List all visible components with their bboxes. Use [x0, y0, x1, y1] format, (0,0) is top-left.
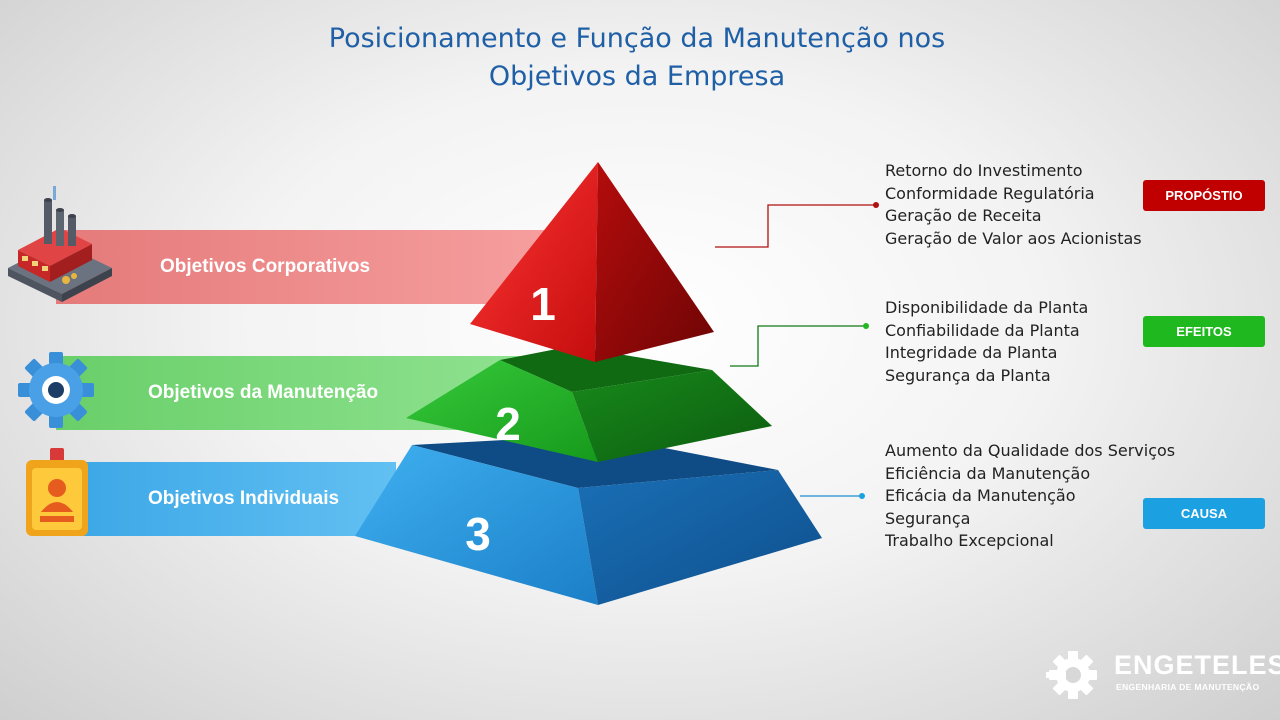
tag-causa: CAUSA — [1143, 498, 1265, 529]
list-item: Disponibilidade da Planta — [885, 298, 1089, 317]
band-individual-objectives: Objetivos Individuais — [56, 462, 396, 536]
band-label: Objetivos Corporativos — [160, 256, 371, 277]
list-maintenance: Disponibilidade da Planta Confiabilidade… — [885, 297, 1088, 387]
list-individual: Aumento da Qualidade dos Serviços Eficiê… — [885, 440, 1175, 553]
pyramid-level-3-side — [578, 470, 822, 605]
pyramid: 1 2 3 — [355, 162, 822, 605]
list-item: Aumento da Qualidade dos Serviços — [885, 441, 1176, 460]
page-title: Posicionamento e Função da Manutenção no… — [240, 20, 1034, 96]
title-line-1: Posicionamento e Função da Manutenção no… — [328, 23, 946, 54]
tag-proposito: PROPÓSTIO — [1143, 180, 1265, 211]
logo-name: ENGETELES — [1114, 650, 1280, 680]
pyramid-number-3: 3 — [465, 508, 491, 560]
logo-gear-icon — [1046, 651, 1097, 699]
pyramid-level-2-top — [500, 346, 712, 392]
connector-red-dot — [873, 202, 879, 208]
tag-efeitos: EFEITOS — [1143, 316, 1265, 347]
list-item: Confiabilidade da Planta — [885, 320, 1080, 340]
pyramid-level-1-side — [595, 162, 714, 362]
pyramid-number-1: 1 — [530, 278, 556, 330]
band-maintenance-objectives: Objetivos da Manutenção — [56, 356, 526, 430]
pyramid-level-2-front — [406, 360, 598, 462]
list-item: Integridade da Planta — [885, 343, 1058, 363]
pyramid-level-2-side — [572, 370, 772, 462]
list-item: Eficiência da Manutenção — [885, 463, 1091, 483]
band-corporate-objectives: Objetivos Corporativos — [56, 230, 576, 304]
list-item: Segurança — [885, 508, 971, 528]
band-label: Objetivos da Manutenção — [148, 382, 379, 403]
list-item: Geração de Receita — [885, 206, 1042, 226]
connector-green-dot — [863, 323, 869, 329]
pyramid-level-3-front — [355, 445, 598, 605]
list-item: Retorno do Investimento — [885, 161, 1083, 180]
band-label: Objetivos Individuais — [148, 488, 340, 509]
list-item: Trabalho Excepcional — [885, 531, 1054, 551]
id-badge-icon — [26, 448, 88, 536]
engeteles-logo: ENGETELES ENGENHARIA DE MANUTENÇÃO — [1040, 648, 1280, 700]
pyramid-level-3-top — [412, 435, 778, 488]
factory-icon — [8, 186, 112, 302]
list-item: Eficácia da Manutenção — [885, 486, 1076, 506]
pyramid-number-2: 2 — [495, 398, 521, 450]
list-item: Conformidade Regulatória — [885, 183, 1095, 203]
list-item: Geração de Valor aos Acionistas — [885, 228, 1142, 248]
title-line-2: Objetivos da Empresa — [488, 61, 786, 92]
pyramid-level-1-front — [470, 162, 598, 362]
logo-subtitle: ENGENHARIA DE MANUTENÇÃO — [1116, 682, 1260, 692]
list-item: Segurança da Planta — [885, 365, 1051, 385]
connector-blue-dot — [859, 493, 865, 499]
gear-icon — [18, 352, 94, 428]
list-corporate: Retorno do Investimento Conformidade Reg… — [885, 160, 1142, 250]
